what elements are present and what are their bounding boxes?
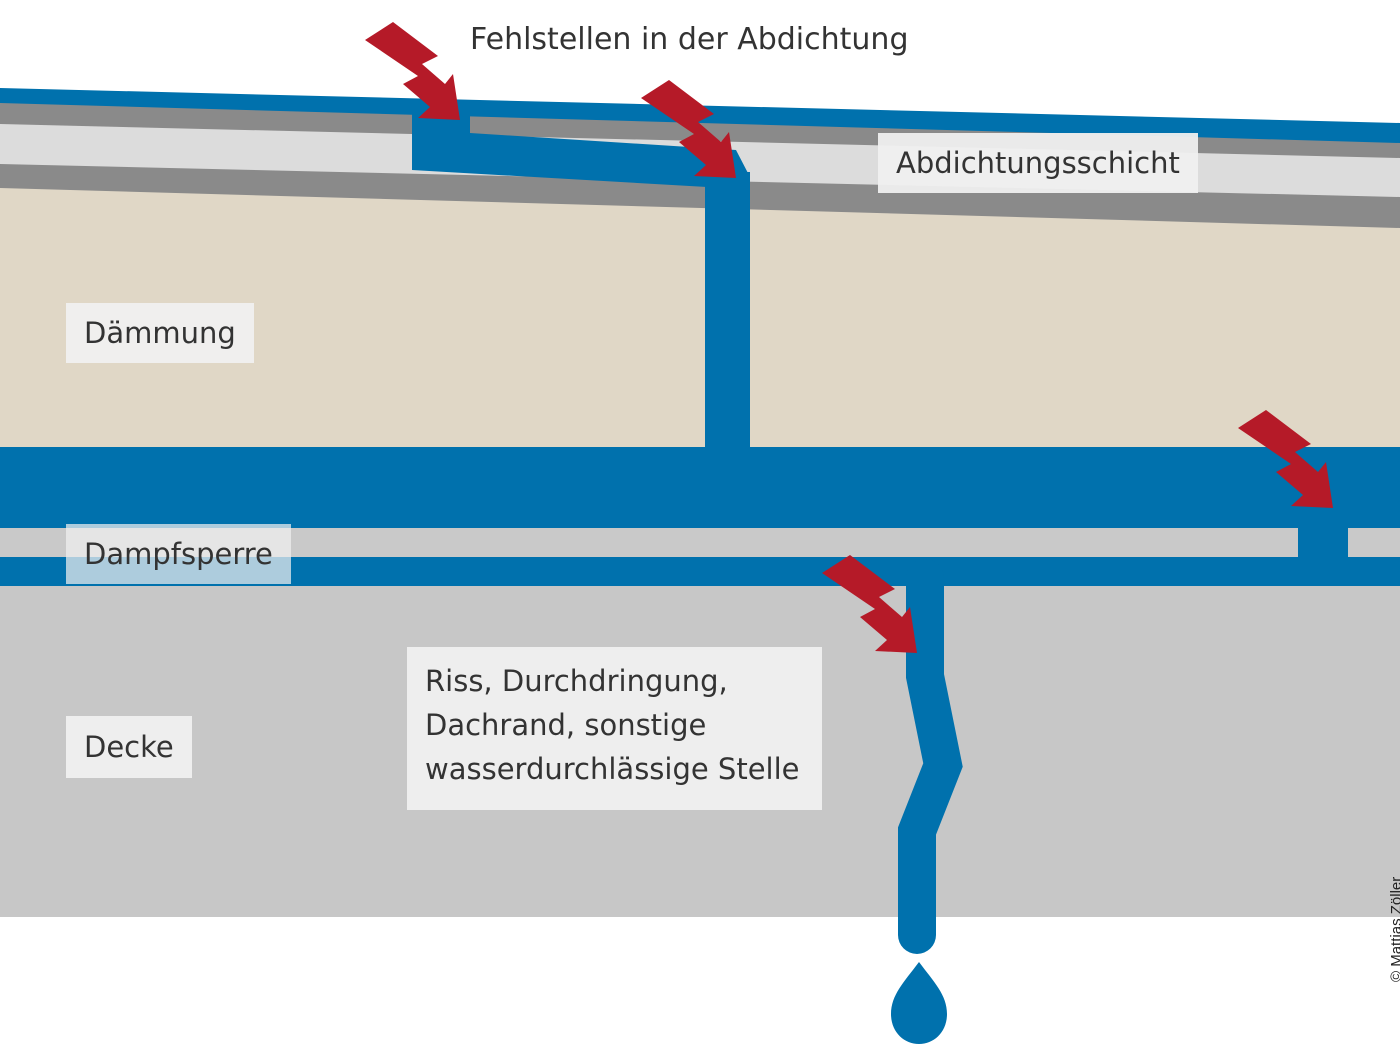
water-above-vapor-barrier — [0, 447, 1400, 528]
water-path-waterproofing — [412, 112, 750, 187]
water-channel-insulation — [705, 172, 750, 452]
label-riss-durchdringung: Riss, Durchdringung, Dachrand, sonstige … — [407, 647, 822, 810]
daemmung-layer — [0, 187, 1400, 447]
lightning-arrow-icon — [1238, 410, 1333, 508]
copyright-notice: © Mattias Zöller — [1388, 876, 1400, 982]
abdichtung-dark-bottom — [0, 162, 1400, 228]
diagram-title: Fehlstellen in der Abdichtung — [470, 22, 909, 57]
lightning-arrow-icon — [822, 555, 917, 653]
riss-line: Dachrand, sonstige — [425, 708, 707, 742]
crack-water-path — [898, 559, 963, 954]
label-dampfsperre: Dampfsperre — [66, 524, 291, 584]
water-drop-icon — [891, 962, 947, 1044]
label-decke: Decke — [66, 716, 192, 778]
label-abdichtungsschicht: Abdichtungsschicht — [878, 133, 1198, 193]
label-daemmung: Dämmung — [66, 303, 254, 363]
lightning-arrow-icon — [365, 22, 460, 120]
lightning-arrow-icon — [641, 80, 736, 178]
riss-line: Riss, Durchdringung, — [425, 664, 728, 698]
riss-line: wasserdurchlässige Stelle — [425, 752, 800, 786]
vapor-barrier-leak — [1298, 520, 1348, 562]
